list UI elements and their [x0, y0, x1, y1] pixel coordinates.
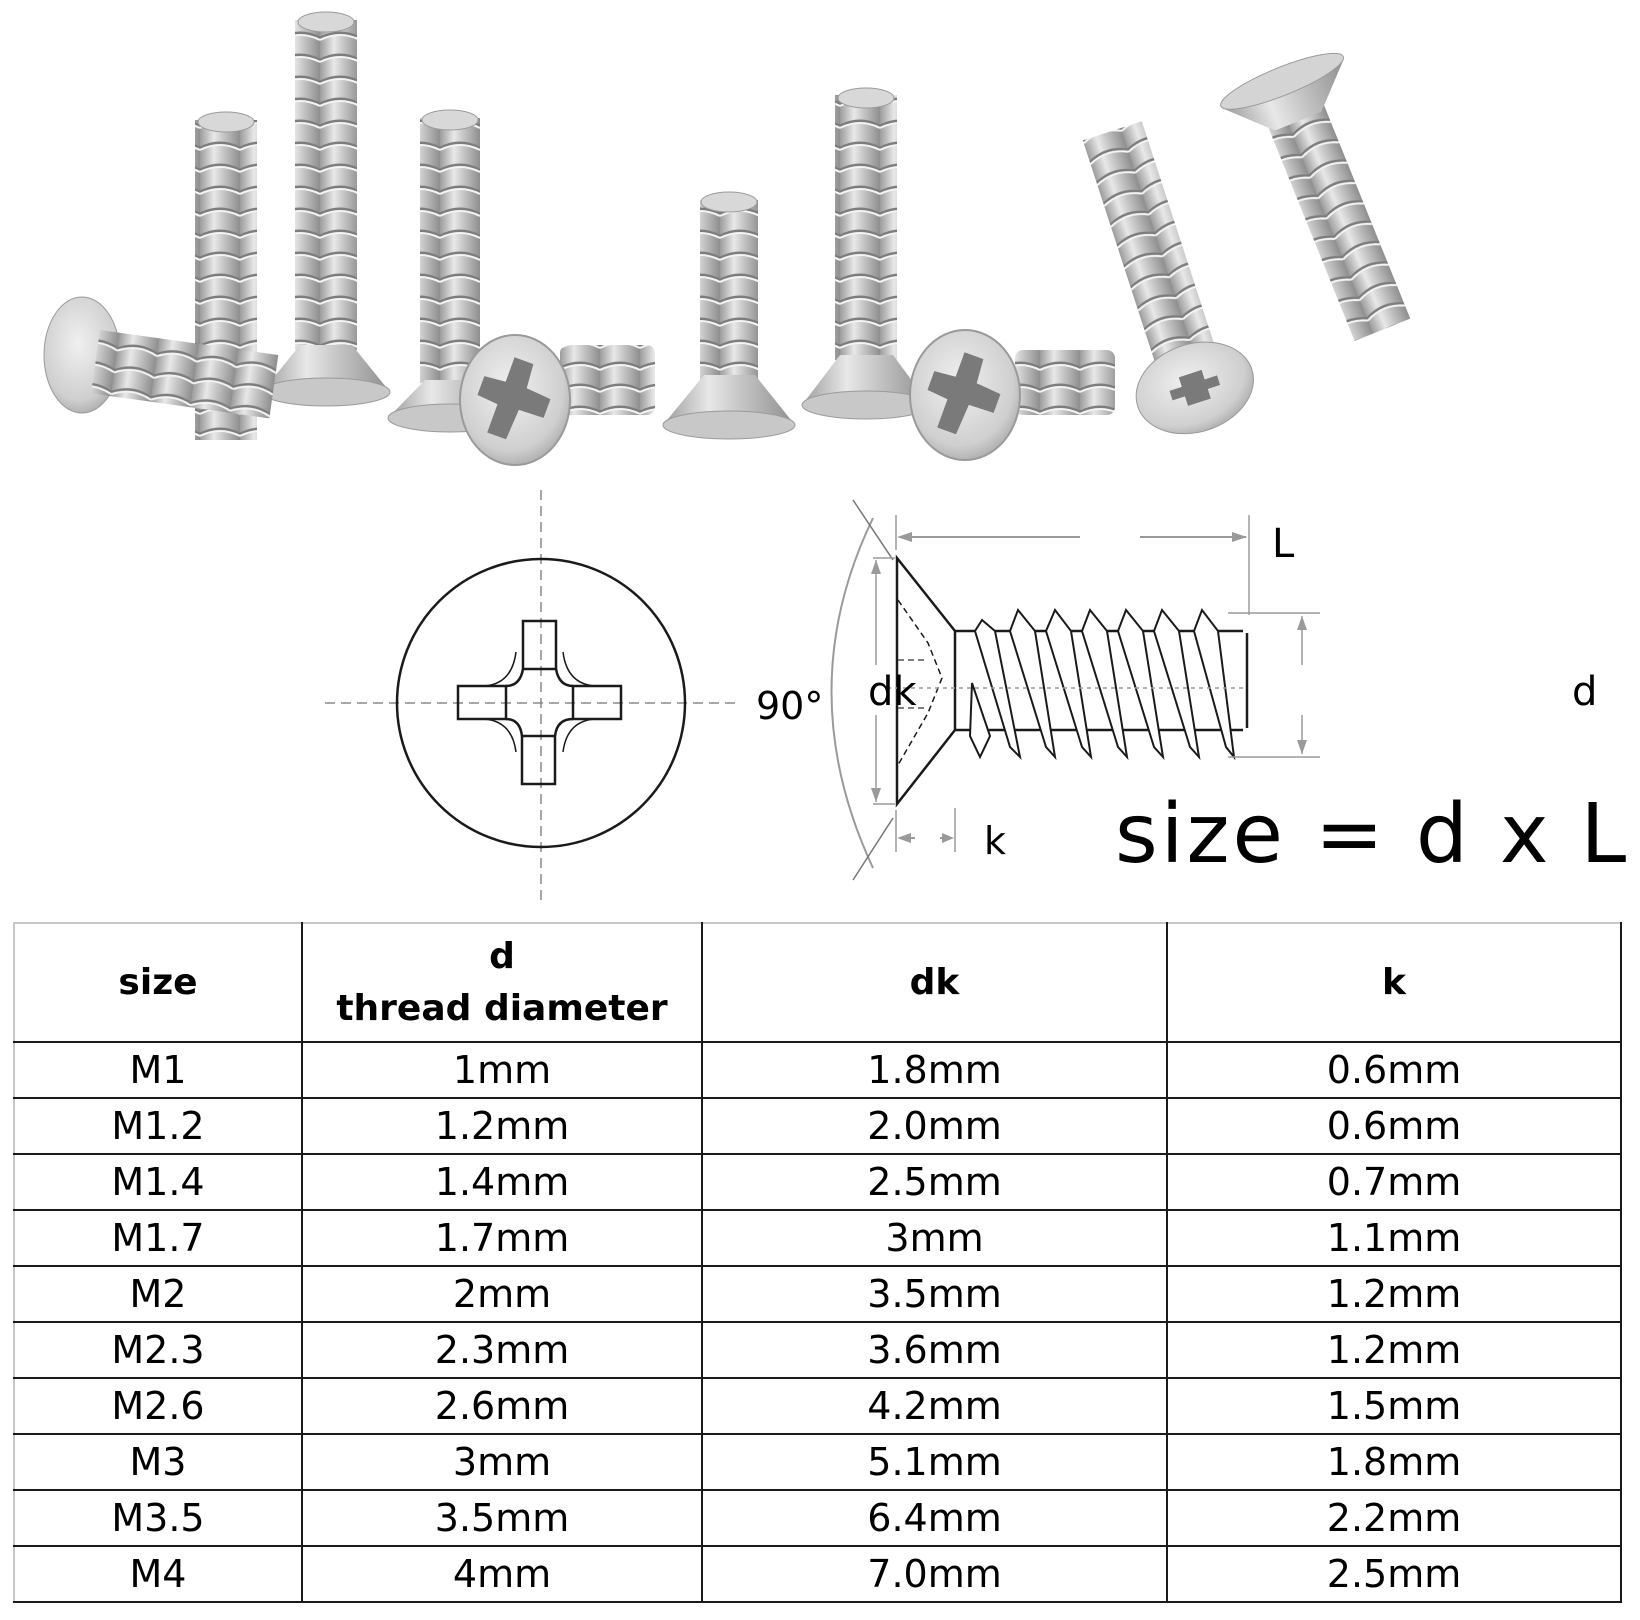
screw-lying-1 [43, 296, 279, 419]
cell-dk: 6.4mm [701, 1489, 1168, 1547]
screw-size-table: size d thread diameter dk k M1 1mm 1.8mm… [13, 922, 1622, 1603]
cell-dk: 2.5mm [701, 1153, 1168, 1211]
cell-dk: 4.2mm [701, 1377, 1168, 1435]
table-row: M1.7 1.7mm 3mm 1.1mm [13, 1209, 1622, 1267]
cell-d: 2.6mm [301, 1377, 703, 1435]
table-row: M4 4mm 7.0mm 2.5mm [13, 1545, 1622, 1603]
header-k: k [1166, 922, 1622, 1043]
cell-size: M1 [13, 1041, 303, 1099]
cell-k: 0.7mm [1166, 1153, 1622, 1211]
cell-size: M1.2 [13, 1097, 303, 1155]
cell-size: M1.4 [13, 1153, 303, 1211]
cell-d: 1.7mm [301, 1209, 703, 1267]
cell-d: 3.5mm [301, 1489, 703, 1547]
screw-upright-5 [801, 87, 931, 420]
screw-head-on-1 [459, 334, 655, 466]
cell-k: 1.1mm [1166, 1209, 1622, 1267]
d-label: d [1572, 669, 1598, 715]
cell-d: 1.4mm [301, 1153, 703, 1211]
cell-dk: 5.1mm [701, 1433, 1168, 1491]
cell-d: 1mm [301, 1041, 703, 1099]
table-row: M2.6 2.6mm 4.2mm 1.5mm [13, 1377, 1622, 1435]
cell-size: M2.3 [13, 1321, 303, 1379]
cell-k: 2.5mm [1166, 1545, 1622, 1603]
header-d-name: thread diameter [336, 987, 668, 1029]
screws-photo [0, 0, 1640, 480]
k-label: k [984, 819, 1007, 863]
table-row: M2 2mm 3.5mm 1.2mm [13, 1265, 1622, 1323]
cell-d: 1.2mm [301, 1097, 703, 1155]
cell-d: 4mm [301, 1545, 703, 1603]
cell-k: 1.2mm [1166, 1265, 1622, 1323]
header-dk: dk [701, 922, 1168, 1043]
cell-k: 1.5mm [1166, 1377, 1622, 1435]
screws-photo-illustration [43, 11, 1411, 466]
cell-dk: 1.8mm [701, 1041, 1168, 1099]
phillips-head-top-view [325, 490, 735, 900]
cell-d: 2mm [301, 1265, 703, 1323]
cell-k: 2.2mm [1166, 1489, 1622, 1547]
screw-diagonal-2 [1220, 52, 1411, 342]
screw-head-on-2 [909, 329, 1115, 461]
screw-upright-4 [662, 191, 796, 440]
table-header-row: size d thread diameter dk k [13, 922, 1622, 1043]
cell-dk: 3.6mm [701, 1321, 1168, 1379]
cell-k: 0.6mm [1166, 1097, 1622, 1155]
length-label: L [1272, 521, 1295, 567]
cell-dk: 3mm [701, 1209, 1168, 1267]
cell-size: M2 [13, 1265, 303, 1323]
header-d-symbol: d [489, 935, 515, 977]
header-thread-diameter: d thread diameter [301, 922, 703, 1043]
screw-dimension-diagram: 90° dk L d k size = d x L [0, 480, 1640, 910]
dk-label: dk [868, 669, 917, 715]
cell-d: 3mm [301, 1433, 703, 1491]
cell-dk: 3.5mm [701, 1265, 1168, 1323]
cell-dk: 7.0mm [701, 1545, 1168, 1603]
cell-dk: 2.0mm [701, 1097, 1168, 1155]
screw-upright-2 [261, 11, 391, 407]
cell-size: M2.6 [13, 1377, 303, 1435]
angle-label: 90° [756, 684, 824, 728]
table-row: M2.3 2.3mm 3.6mm 1.2mm [13, 1321, 1622, 1379]
size-formula: size = d x L [1115, 787, 1630, 882]
cell-size: M3 [13, 1433, 303, 1491]
screw-diagonal-1 [1082, 121, 1254, 435]
cell-k: 0.6mm [1166, 1041, 1622, 1099]
cell-size: M3.5 [13, 1489, 303, 1547]
cell-size: M1.7 [13, 1209, 303, 1267]
cell-k: 1.2mm [1166, 1321, 1622, 1379]
table-row: M1 1mm 1.8mm 0.6mm [13, 1041, 1622, 1099]
table-row: M3 3mm 5.1mm 1.8mm [13, 1433, 1622, 1491]
table-row: M1.2 1.2mm 2.0mm 0.6mm [13, 1097, 1622, 1155]
cell-k: 1.8mm [1166, 1433, 1622, 1491]
cell-size: M4 [13, 1545, 303, 1603]
screw-side-view [830, 499, 1320, 881]
table-row: M3.5 3.5mm 6.4mm 2.2mm [13, 1489, 1622, 1547]
cell-d: 2.3mm [301, 1321, 703, 1379]
table-row: M1.4 1.4mm 2.5mm 0.7mm [13, 1153, 1622, 1211]
header-size: size [13, 922, 303, 1043]
